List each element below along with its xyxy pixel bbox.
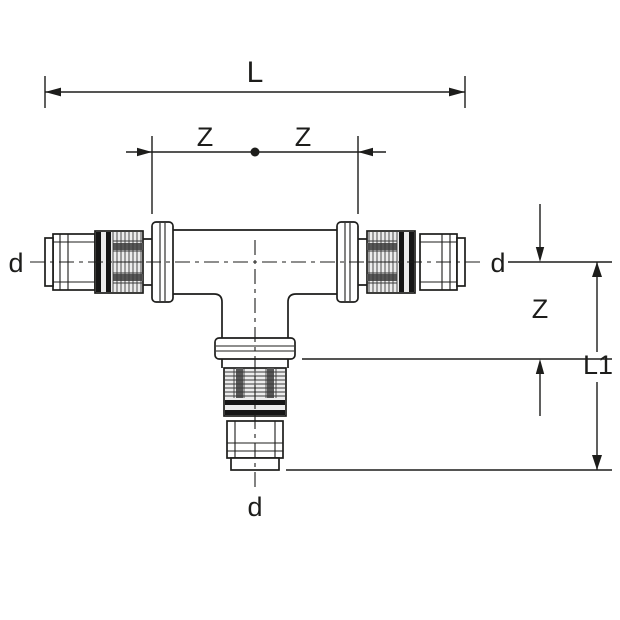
label-L1: L1 — [583, 350, 613, 380]
right-knurl-band-bottom — [367, 274, 397, 281]
left-knurl-band-top — [113, 243, 143, 250]
dimension-Z-vertical: Z — [532, 204, 549, 416]
center-point-marker — [250, 147, 260, 157]
label-d-bottom: d — [247, 492, 262, 522]
branch-neck — [221, 359, 289, 368]
extension-lines — [286, 261, 612, 471]
label-d-right: d — [490, 248, 505, 278]
left-knurl-band-bottom — [113, 274, 143, 281]
label-d-left: d — [8, 248, 23, 278]
branch-knurl-band-left — [236, 368, 243, 398]
branch-seal-ring-2 — [225, 410, 285, 415]
label-Z-vertical: Z — [532, 294, 549, 324]
dimension-L: L — [44, 56, 466, 108]
left-neck — [143, 238, 152, 286]
branch-barb-ridges — [227, 421, 283, 458]
arrow-up-icon — [592, 262, 602, 277]
branch-seal-ring-1 — [225, 400, 285, 405]
right-knurl-band-top — [367, 243, 397, 250]
arrow-right-icon — [137, 147, 152, 157]
right-barb-ridges — [420, 234, 457, 290]
label-L: L — [247, 56, 264, 89]
branch-knurl-band-right — [267, 368, 274, 398]
centerlines — [30, 240, 484, 492]
arrow-left-icon — [45, 87, 61, 97]
dimension-L1: L1 — [583, 262, 613, 470]
left-barb-ridges — [53, 234, 95, 290]
right-neck — [358, 238, 367, 286]
arrow-down-icon — [592, 455, 602, 470]
branch-knurl-vlines — [233, 368, 277, 398]
dimension-Z-horizontal: Z Z — [126, 122, 386, 214]
arrow-left-icon — [358, 147, 373, 157]
body-bottom-right-edge — [287, 293, 337, 338]
arrow-down-icon — [535, 247, 545, 262]
diameter-labels: d d d — [8, 248, 505, 522]
label-Z-right: Z — [295, 122, 312, 152]
fitting-tee — [30, 221, 484, 492]
body-bottom-left-edge — [173, 293, 223, 338]
arrow-up-icon — [535, 359, 545, 374]
arrow-right-icon — [449, 87, 465, 97]
label-Z-left: Z — [197, 122, 214, 152]
fitting-body — [173, 229, 337, 338]
